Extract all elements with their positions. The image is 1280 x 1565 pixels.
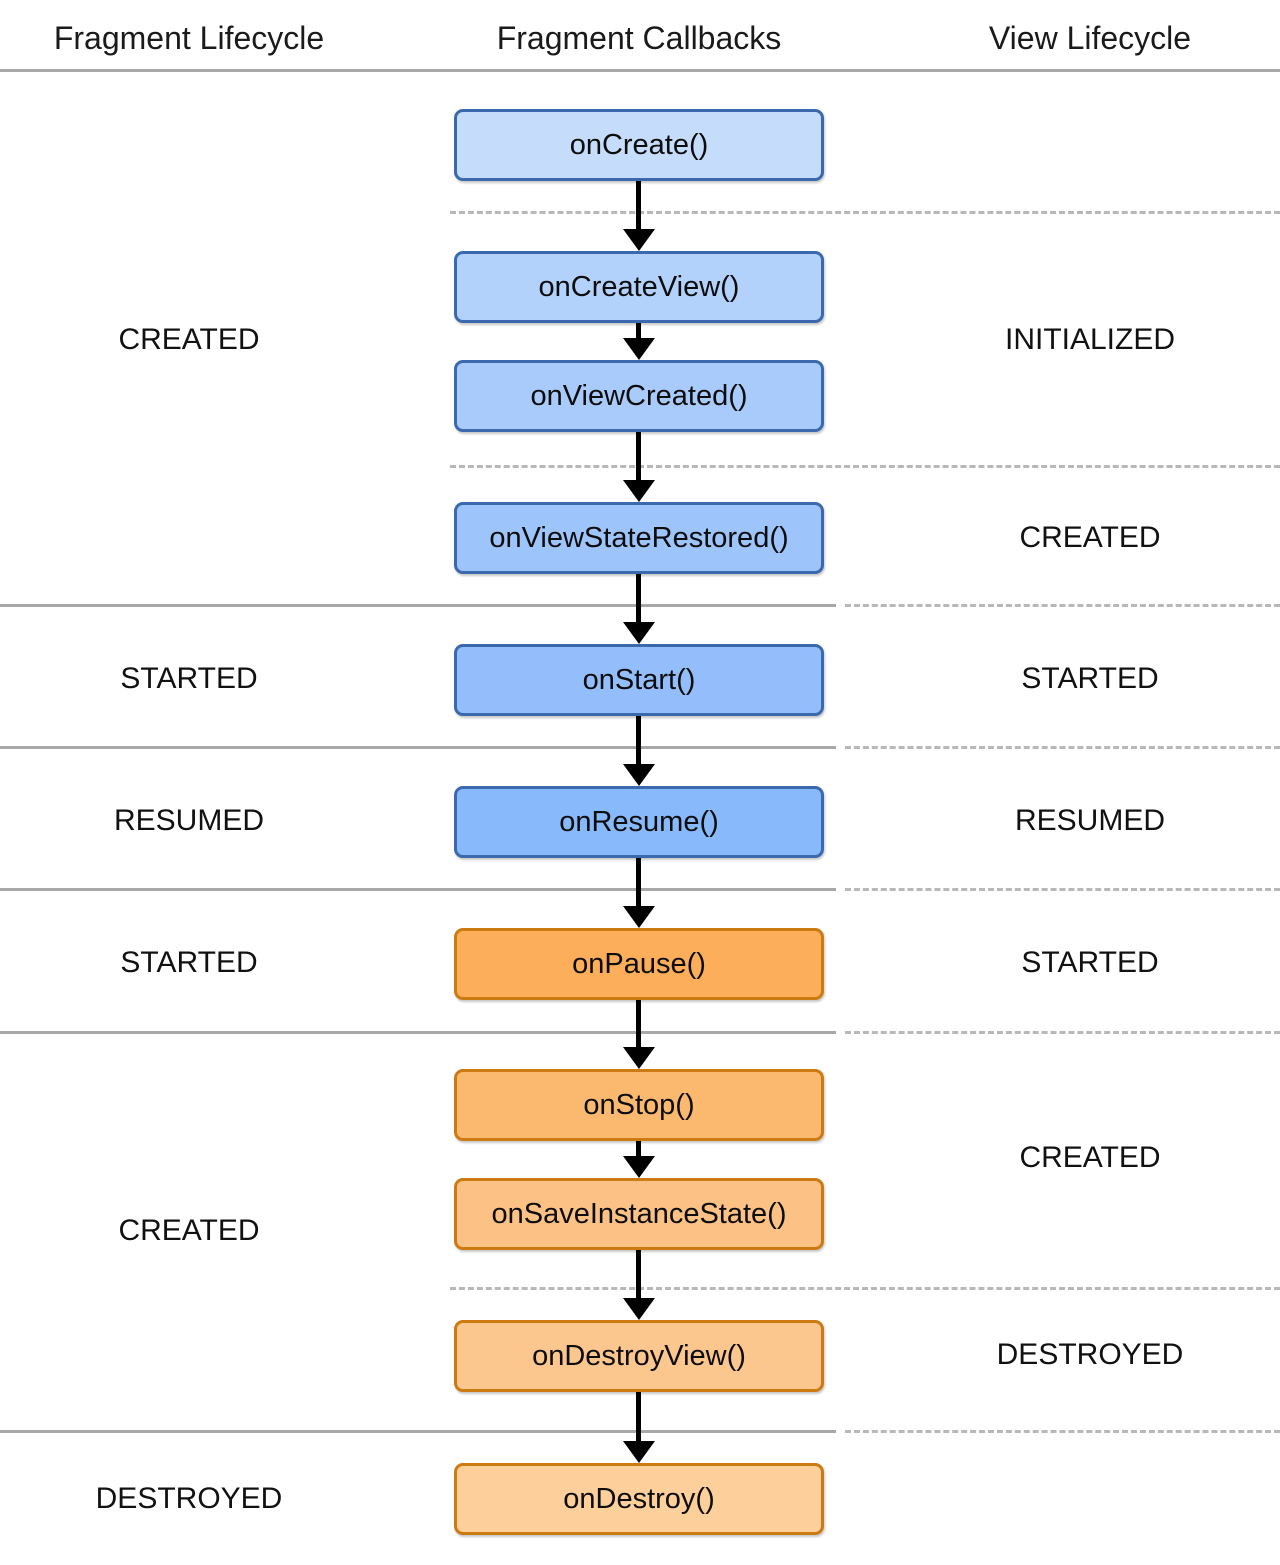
divider-solid-5 bbox=[0, 746, 836, 749]
callback-box-oncreateview[interactable]: onCreateView() bbox=[454, 251, 824, 323]
divider-dashed-8 bbox=[845, 888, 1280, 891]
fragment-state-label-destroyed-5: DESTROYED bbox=[95, 1482, 283, 1515]
divider-dashed-11 bbox=[450, 1287, 1280, 1290]
arrow-shaft-0 bbox=[636, 181, 641, 233]
arrow-shaft-9 bbox=[636, 1392, 641, 1445]
callback-box-onsaveinstancestate[interactable]: onSaveInstanceState() bbox=[454, 1178, 824, 1250]
callback-box-onviewstaterestored[interactable]: onViewStateRestored() bbox=[454, 502, 824, 574]
fragment-state-label-started-1: STARTED bbox=[120, 662, 258, 695]
arrow-head-0 bbox=[623, 229, 655, 251]
arrow-head-6 bbox=[623, 1047, 655, 1069]
column-header-view-lifecycle: View Lifecycle bbox=[988, 20, 1192, 56]
fragment-state-label-created-4: CREATED bbox=[118, 1214, 260, 1247]
divider-solid-9 bbox=[0, 1031, 836, 1034]
divider-solid-3 bbox=[0, 604, 836, 607]
divider-dashed-10 bbox=[845, 1031, 1280, 1034]
column-header-fragment-lifecycle: Fragment Lifecycle bbox=[53, 20, 325, 56]
callback-box-onresume[interactable]: onResume() bbox=[454, 786, 824, 858]
callback-box-onstop[interactable]: onStop() bbox=[454, 1069, 824, 1141]
view-state-label-started-4: STARTED bbox=[1021, 946, 1159, 979]
arrow-shaft-5 bbox=[636, 858, 641, 910]
fragment-state-label-started-3: STARTED bbox=[120, 946, 258, 979]
arrow-head-7 bbox=[623, 1156, 655, 1178]
callback-box-onstart[interactable]: onStart() bbox=[454, 644, 824, 716]
callback-box-onviewcreated[interactable]: onViewCreated() bbox=[454, 360, 824, 432]
arrow-shaft-7 bbox=[636, 1141, 641, 1160]
divider-dashed-4 bbox=[845, 604, 1280, 607]
arrow-shaft-4 bbox=[636, 716, 641, 768]
view-state-label-created-5: CREATED bbox=[1019, 1141, 1161, 1174]
divider-solid-7 bbox=[0, 888, 836, 891]
fragment-state-label-created-0: CREATED bbox=[118, 323, 260, 356]
view-state-label-initialized-0: INITIALIZED bbox=[1004, 323, 1176, 356]
arrow-shaft-1 bbox=[636, 323, 641, 342]
fragment-state-label-resumed-2: RESUMED bbox=[113, 804, 264, 837]
divider-solid-12 bbox=[0, 1430, 836, 1433]
arrow-head-4 bbox=[623, 764, 655, 786]
arrow-head-2 bbox=[623, 480, 655, 502]
divider-solid-0 bbox=[0, 69, 1280, 72]
callback-box-onpause[interactable]: onPause() bbox=[454, 928, 824, 1000]
arrow-head-1 bbox=[623, 338, 655, 360]
callback-box-oncreate[interactable]: onCreate() bbox=[454, 109, 824, 181]
callback-box-ondestroy[interactable]: onDestroy() bbox=[454, 1463, 824, 1535]
divider-dashed-6 bbox=[845, 746, 1280, 749]
divider-dashed-2 bbox=[450, 465, 1280, 468]
arrow-shaft-2 bbox=[636, 432, 641, 484]
arrow-shaft-3 bbox=[636, 574, 641, 626]
arrow-shaft-6 bbox=[636, 1000, 641, 1051]
arrow-head-9 bbox=[623, 1441, 655, 1463]
divider-dashed-1 bbox=[450, 211, 1280, 214]
callback-box-ondestroyview[interactable]: onDestroyView() bbox=[454, 1320, 824, 1392]
arrow-shaft-8 bbox=[636, 1250, 641, 1302]
view-state-label-created-1: CREATED bbox=[1019, 521, 1161, 554]
view-state-label-started-2: STARTED bbox=[1021, 662, 1159, 695]
column-header-fragment-callbacks: Fragment Callbacks bbox=[496, 20, 782, 56]
view-state-label-destroyed-6: DESTROYED bbox=[996, 1338, 1184, 1371]
divider-dashed-13 bbox=[845, 1430, 1280, 1433]
arrow-head-8 bbox=[623, 1298, 655, 1320]
arrow-head-5 bbox=[623, 906, 655, 928]
view-state-label-resumed-3: RESUMED bbox=[1014, 804, 1165, 837]
arrow-head-3 bbox=[623, 622, 655, 644]
